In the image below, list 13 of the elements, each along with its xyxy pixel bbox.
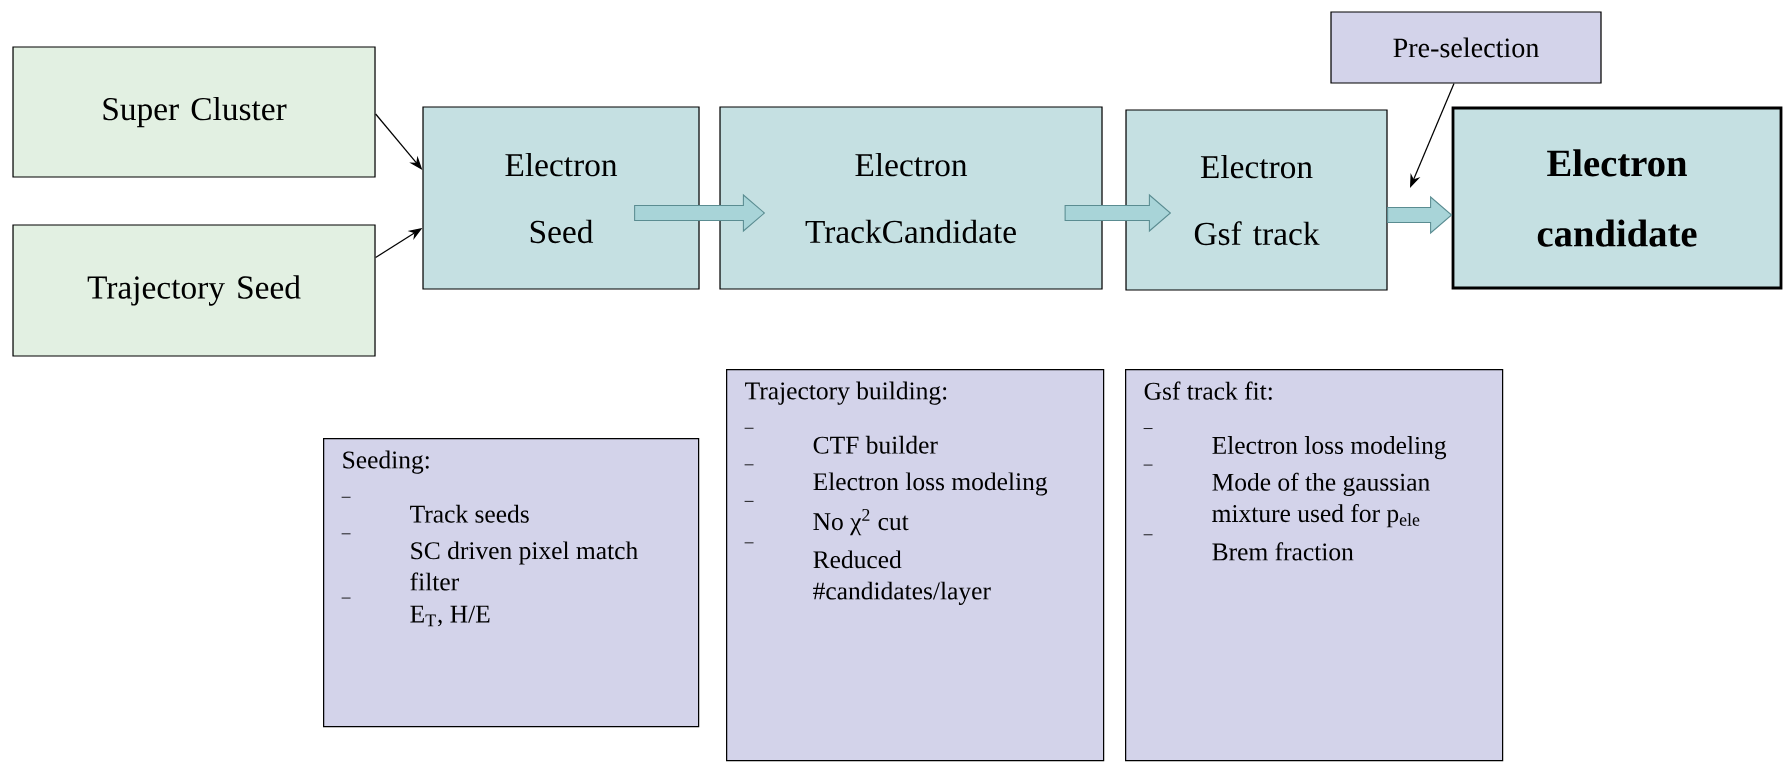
block-arrow [1064,193,1172,233]
block-arrow [634,193,766,233]
process-box: Super Cluster [12,46,376,178]
process-box: Electron Seed [422,106,700,290]
result-box: Electron candidate [1451,106,1783,290]
process-box: Electron TrackCandidate [719,106,1103,290]
note-box: Seeding: Track seeds SC driven pixel match filter E$_{T}$, H/E [323,438,700,728]
note-box: Gsf track fit: Electron loss modeling Mode of the gaussian mixture used for p$_{ele}$ Brem fraction [1125,369,1504,762]
note-box: Trajectory building: CTF builder Electron loss modeling No χ$^{2}$ cut Reduced #candidates/layer [726,369,1105,762]
process-box: Electron Gsf track [1125,109,1388,291]
process-box: Pre-selection [1330,11,1602,84]
block-arrow [1387,195,1453,235]
process-box: Trajectory Seed [12,224,376,357]
